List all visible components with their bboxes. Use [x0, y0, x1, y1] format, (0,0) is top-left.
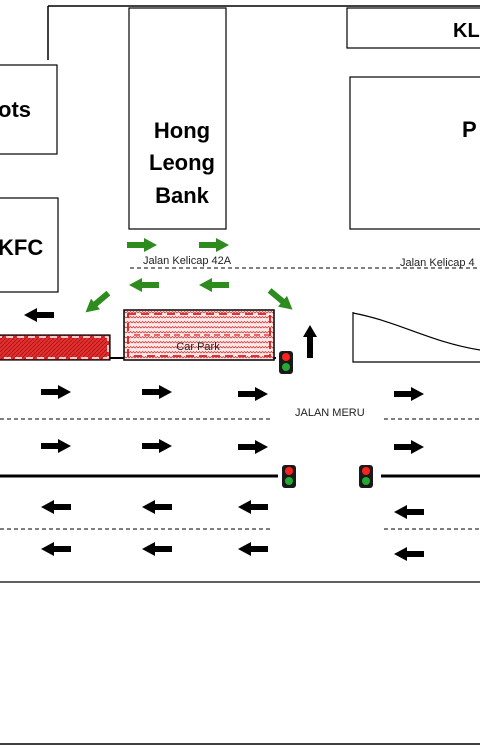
car-park-label: Car Park	[176, 341, 220, 353]
hong-leong-line-1: Hong	[154, 118, 210, 143]
arrow-icon	[41, 439, 71, 453]
black-direction-arrows	[24, 308, 424, 561]
arrow-icon	[142, 385, 172, 399]
arrow-icon	[142, 500, 172, 514]
arrow-icon	[238, 500, 268, 514]
building-kl: KL	[346, 7, 480, 49]
building-kfc-label: KFC	[0, 235, 43, 260]
building-p-label: P	[462, 117, 477, 142]
building-pots: ots	[0, 64, 58, 155]
traffic-light-icon	[359, 465, 373, 488]
building-kfc: KFC	[0, 197, 59, 293]
car-park-area: Car Park	[123, 309, 275, 361]
right-ramp-shape	[352, 312, 480, 363]
traffic-light-icon	[282, 465, 296, 488]
arrow-icon	[41, 500, 71, 514]
arrow-icon	[394, 387, 424, 401]
arrow-icon	[238, 387, 268, 401]
jalan-kelicap-42a-label: Jalan Kelicap 42A	[143, 255, 232, 267]
arrow-icon	[142, 542, 172, 556]
arrow-icon	[41, 385, 71, 399]
building-hong-leong-bank: Hong Leong Bank	[128, 7, 227, 230]
green-arrow-icon	[127, 238, 157, 252]
building-pots-label: ots	[0, 97, 31, 122]
traffic-light-icon	[279, 351, 293, 374]
building-kl-label: KL	[453, 20, 480, 42]
arrow-icon	[238, 440, 268, 454]
jalan-kelicap-4-label: Jalan Kelicap 4	[400, 257, 475, 269]
green-flow-arrows	[81, 238, 297, 318]
arrow-icon	[394, 440, 424, 454]
arrow-icon	[238, 542, 268, 556]
green-arrow-icon	[81, 287, 113, 318]
arrow-icon	[394, 547, 424, 561]
hong-leong-line-3: Bank	[155, 183, 210, 208]
north-arrow-icon	[303, 325, 317, 358]
green-arrow-icon	[199, 278, 229, 292]
left-parking-strip	[0, 334, 111, 361]
green-arrow-icon	[129, 278, 159, 292]
building-p: P	[349, 76, 480, 230]
hong-leong-line-2: Leong	[149, 150, 215, 175]
arrow-icon	[394, 505, 424, 519]
green-arrow-icon	[199, 238, 229, 252]
arrow-icon	[41, 542, 71, 556]
arrow-icon	[24, 308, 54, 322]
jalan-meru-label: JALAN MERU	[295, 407, 365, 419]
arrow-icon	[142, 439, 172, 453]
